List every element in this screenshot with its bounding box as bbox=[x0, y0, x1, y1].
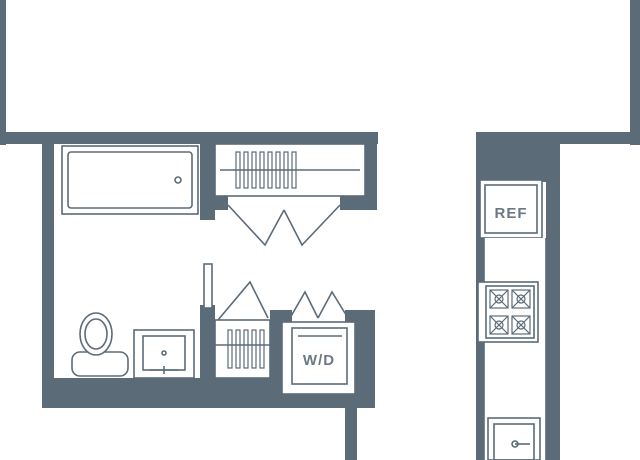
burner-4-icon bbox=[511, 315, 531, 335]
sink bbox=[133, 329, 195, 379]
washer-dryer: W/D bbox=[281, 290, 356, 395]
hanger-bars bbox=[235, 151, 297, 189]
lower-closet bbox=[214, 280, 271, 379]
kitchen-sink bbox=[487, 417, 541, 460]
toilet bbox=[71, 312, 129, 377]
burner-3-icon bbox=[489, 315, 509, 335]
door-jamb bbox=[204, 264, 212, 308]
burner-2-icon bbox=[511, 289, 531, 309]
top-closet bbox=[214, 143, 366, 247]
door-jamb-outline bbox=[203, 263, 213, 309]
refrigerator: REF bbox=[479, 179, 543, 239]
washer-dryer-label: W/D bbox=[303, 352, 335, 369]
burner-1-icon bbox=[489, 289, 509, 309]
stove bbox=[477, 281, 539, 343]
bathtub bbox=[61, 145, 199, 215]
refrigerator-label: REF bbox=[495, 205, 528, 222]
upper-room-walls bbox=[0, 0, 640, 145]
